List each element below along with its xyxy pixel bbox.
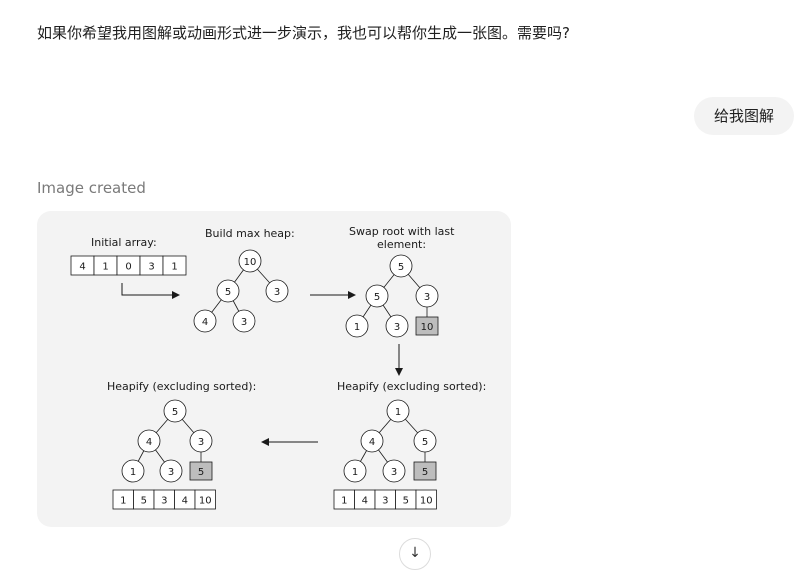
swap-heap-node-3 bbox=[345, 314, 369, 338]
build-heap-node-value-2: 3 bbox=[274, 287, 280, 298]
heapify-right-heap-node-value-0: 1 bbox=[395, 407, 401, 418]
heapify-right-heap-sorted-value: 5 bbox=[422, 467, 428, 478]
swap-heap-node-value-2: 3 bbox=[424, 292, 430, 303]
arrow-down-icon: ↓ bbox=[409, 545, 421, 561]
swap-heap-node-value-4: 3 bbox=[394, 322, 400, 333]
heapify-left-heap-node-2 bbox=[189, 429, 213, 453]
swap-heap-node-value-1: 5 bbox=[374, 292, 380, 303]
build-heap-node-3 bbox=[193, 309, 217, 333]
initial-array: 4 1 0 3 1 bbox=[70, 255, 187, 276]
heapify-left-array-value-2: 3 bbox=[161, 496, 167, 507]
heapify-left-array-value-1: 5 bbox=[141, 496, 147, 507]
heapify-right-array-value-4: 10 bbox=[420, 496, 433, 507]
swap-heap-sorted-value: 10 bbox=[421, 322, 434, 333]
heapify-left-heap-node-3 bbox=[121, 459, 145, 483]
heapify-left-heap-sorted-cell bbox=[189, 461, 213, 481]
heapify-right-heap-node-value-3: 1 bbox=[352, 467, 358, 478]
heapify-left-heap-node-value-0: 5 bbox=[172, 407, 178, 418]
generated-image[interactable]: Initial array: Build max heap: Swap root… bbox=[37, 211, 511, 527]
swap-heap-node-1 bbox=[365, 284, 389, 308]
swap-heap-node-0 bbox=[389, 254, 413, 278]
label-heapify-left: Heapify (excluding sorted): bbox=[107, 380, 256, 393]
heapify-left-array-value-4: 10 bbox=[199, 496, 212, 507]
heapify-right-array-value-1: 4 bbox=[362, 496, 368, 507]
build-heap-node-2 bbox=[265, 279, 289, 303]
initial-array-value-4: 1 bbox=[171, 262, 177, 273]
heap-sort-diagram: Initial array: Build max heap: Swap root… bbox=[70, 225, 486, 510]
build-heap-node-value-4: 3 bbox=[241, 317, 247, 328]
arrow-initial-to-build bbox=[121, 283, 180, 299]
image-created-caption: Image created bbox=[37, 179, 146, 197]
build-heap-node-value-1: 5 bbox=[225, 287, 231, 298]
heapify-right-array-cell-4 bbox=[415, 489, 437, 510]
user-message-bubble: 给我图解 bbox=[694, 97, 794, 135]
build-heap-node-value-0: 10 bbox=[244, 257, 257, 268]
heapify-left-array-cell-4 bbox=[194, 489, 216, 510]
swap-heap-node-value-0: 5 bbox=[398, 262, 404, 273]
heapify-right-array-value-2: 3 bbox=[382, 496, 388, 507]
label-build-max-heap: Build max heap: bbox=[205, 227, 295, 240]
swap-heap-sorted-cell bbox=[415, 316, 439, 336]
heapify-right-heap-node-value-1: 4 bbox=[369, 437, 375, 448]
swap-heap-node-value-3: 1 bbox=[354, 322, 360, 333]
heapify-left-heap-node-4 bbox=[159, 459, 183, 483]
heapify-left-heap-node-value-3: 1 bbox=[130, 467, 136, 478]
heapify-right-heap-sorted-cell bbox=[413, 461, 437, 481]
label-initial-array: Initial array: bbox=[91, 236, 157, 249]
initial-array-cell-4 bbox=[162, 255, 187, 276]
heapify-left-heap-node-value-2: 3 bbox=[198, 437, 204, 448]
heapify-right-heap-node-4 bbox=[382, 459, 406, 483]
build-heap-node-1 bbox=[216, 279, 240, 303]
initial-array-value-3: 3 bbox=[148, 262, 154, 273]
heapify-right-heap-node-2 bbox=[413, 429, 437, 453]
swap-heap-node-4 bbox=[385, 314, 409, 338]
initial-array-value-0: 4 bbox=[79, 262, 85, 273]
heapify-right-heap-node-3 bbox=[343, 459, 367, 483]
heapify-left-heap-node-0 bbox=[163, 399, 187, 423]
swap-heap-node-2 bbox=[415, 284, 439, 308]
label-swap-line1: Swap root with last bbox=[349, 225, 455, 238]
initial-array-value-2: 0 bbox=[125, 262, 131, 273]
heapify-left-heap-node-value-1: 4 bbox=[146, 437, 152, 448]
heapify-right-heap-node-0 bbox=[386, 399, 410, 423]
heapify-right-heap-node-value-2: 5 bbox=[422, 437, 428, 448]
heapify-right-array-value-3: 5 bbox=[403, 496, 409, 507]
heapify-left-heap-node-value-4: 3 bbox=[168, 467, 174, 478]
assistant-message: 如果你希望我用图解或动画形式进一步演示，我也可以帮你生成一张图。需要吗? bbox=[37, 24, 570, 42]
heapify-right-heap-node-value-4: 3 bbox=[391, 467, 397, 478]
label-heapify-right: Heapify (excluding sorted): bbox=[337, 380, 486, 393]
heapify-left-heap-node-1 bbox=[137, 429, 161, 453]
label-swap-line2: element: bbox=[377, 238, 426, 251]
heapify-left-heap-sorted-value: 5 bbox=[198, 467, 204, 478]
build-heap-node-value-3: 4 bbox=[202, 317, 208, 328]
heapify-left-array-value-0: 1 bbox=[120, 496, 126, 507]
build-heap-node-0 bbox=[238, 249, 262, 273]
heapify-right-heap-node-1 bbox=[360, 429, 384, 453]
heapify-right-array-value-0: 1 bbox=[341, 496, 347, 507]
scroll-down-button[interactable]: ↓ bbox=[399, 538, 431, 570]
initial-array-value-1: 1 bbox=[102, 262, 108, 273]
build-heap-node-4 bbox=[232, 309, 256, 333]
heapify-left-array-value-3: 4 bbox=[182, 496, 188, 507]
